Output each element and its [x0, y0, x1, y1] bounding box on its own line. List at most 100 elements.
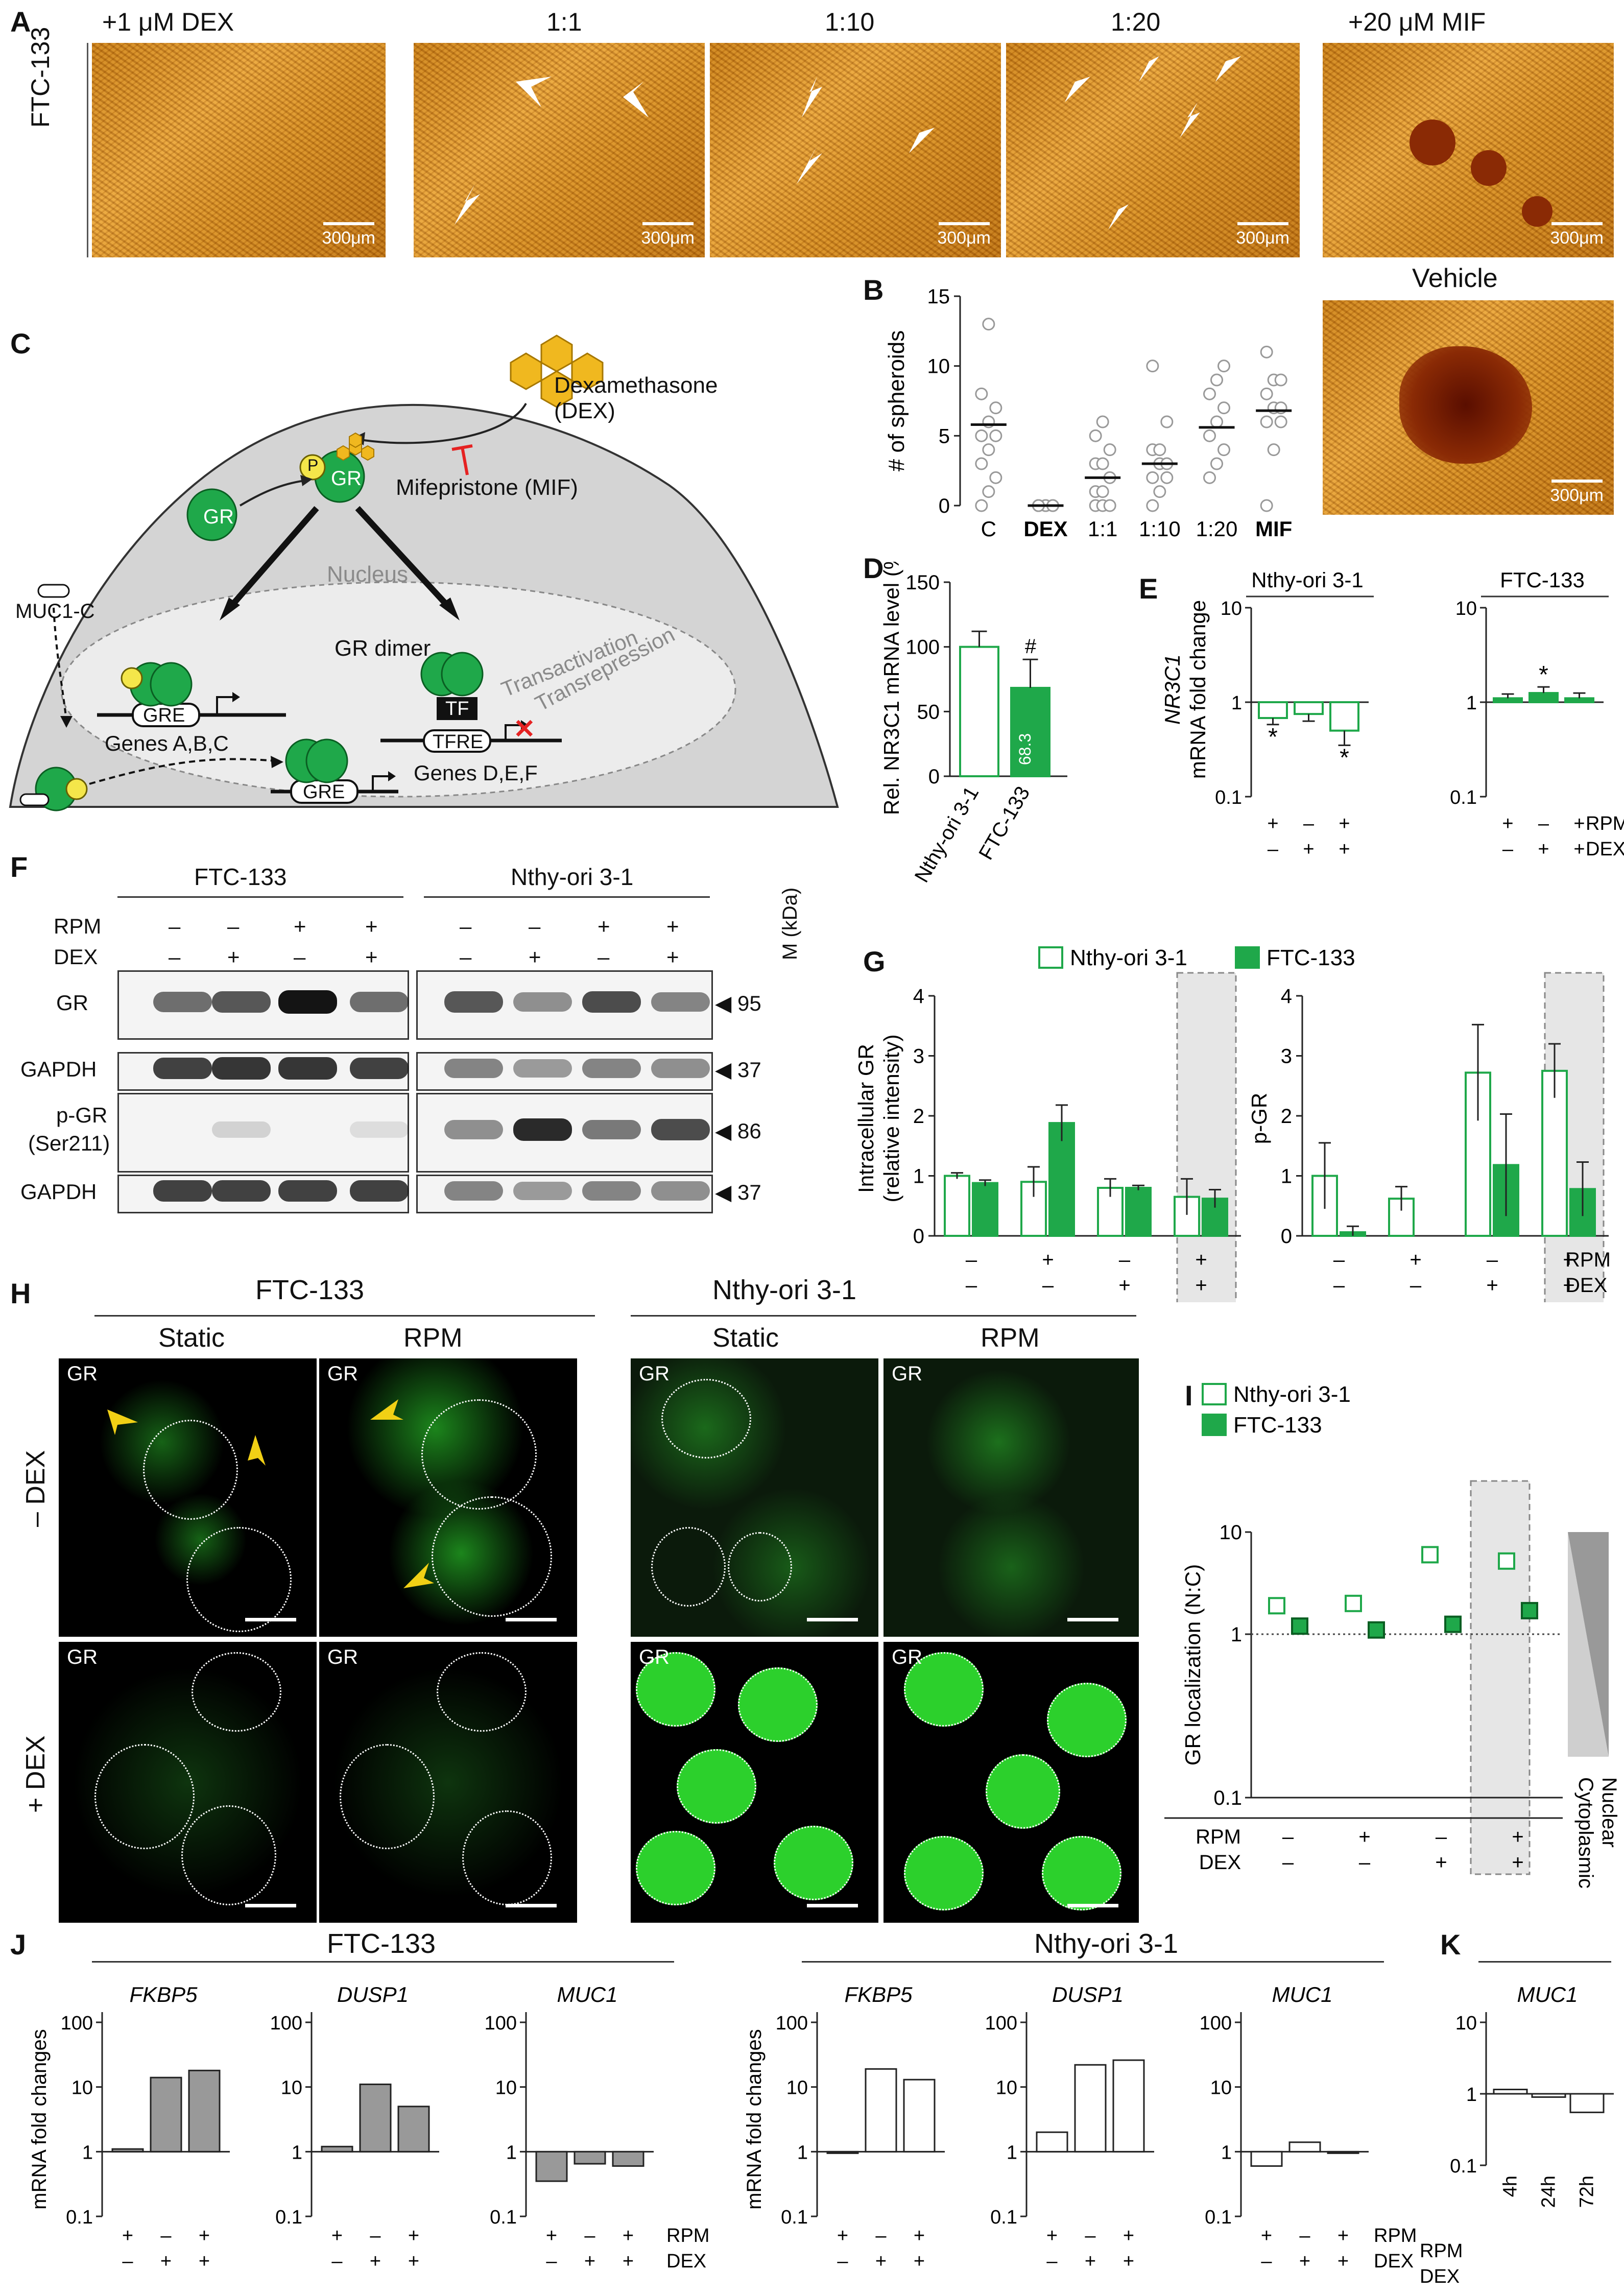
- legend-swatch-ftc: [1202, 1414, 1227, 1436]
- blot-dex-sign: +: [666, 945, 679, 969]
- dex-sign: +: [370, 2251, 381, 2272]
- gene-title: DUSP1: [1052, 1982, 1124, 2006]
- data-point: [1203, 387, 1216, 400]
- tfre-label: TFRE: [433, 731, 484, 753]
- y-tick-label: 10: [281, 2077, 302, 2099]
- rpm-sign: –: [1299, 2225, 1310, 2247]
- h-group-nthy: Nthy-ori 3-1: [712, 1275, 857, 1305]
- cytoplasmic-label: Cytoplasmic: [1574, 1777, 1597, 1889]
- y-tick-label: 150: [905, 571, 940, 594]
- rpm-sign: +: [122, 2225, 133, 2247]
- panel-letter-k: K: [1440, 1928, 1461, 1961]
- rpm-sign: +: [199, 2225, 210, 2247]
- blot-dex-sign: –: [598, 945, 610, 969]
- y-tick-label: 10: [996, 2077, 1017, 2099]
- panel-title: FTC-133: [1500, 572, 1585, 592]
- rpm-sign: –: [1119, 1249, 1131, 1271]
- legend-swatch-nthy: [1038, 946, 1063, 969]
- blot-band: [350, 1180, 409, 1202]
- y-tick-label: 3: [1281, 1045, 1292, 1068]
- y-tick-label: 5: [939, 425, 950, 447]
- rpm-sign: –: [370, 2225, 381, 2247]
- micrograph-vehicle: 300μm: [1323, 300, 1614, 515]
- y-tick-label: 10: [786, 2077, 808, 2099]
- y-tick-label: 10: [1221, 598, 1242, 619]
- blot-row-label: GAPDH: [20, 1057, 97, 1081]
- dex-sign: +: [623, 2251, 634, 2272]
- blot-row-label: GAPDH: [20, 1180, 97, 1204]
- rpm-sign: +: [1195, 1249, 1207, 1271]
- blot-dex-sign: –: [460, 945, 472, 969]
- bar: [1288, 2141, 1321, 2153]
- y-axis-label: p-GR: [1247, 1093, 1271, 1144]
- blot-band: [651, 992, 710, 1012]
- x-tick-label: 1:10: [1139, 517, 1181, 541]
- dex-sign: –: [1282, 1851, 1294, 1874]
- data-point: [989, 471, 1002, 484]
- data-point: [1103, 443, 1116, 457]
- blot-rpm-sign: –: [227, 914, 240, 938]
- j-group-nthy: Nthy-ori 3-1: [1034, 1928, 1179, 1959]
- data-point: [1368, 1621, 1385, 1639]
- bar: [1493, 2089, 1528, 2095]
- dex-label: DEX: [1374, 2251, 1414, 2272]
- panel-letter-h: H: [10, 1277, 31, 1309]
- rpm-sign: +: [1512, 1826, 1523, 1848]
- x-tick-label: FTC-133: [974, 783, 1034, 864]
- rpm-sign: +: [914, 2225, 925, 2247]
- y-tick-label: 10: [1220, 1521, 1243, 1544]
- data-point: [1274, 373, 1287, 387]
- bar: [1125, 1187, 1152, 1237]
- y-axis-label: mRNA fold change: [1186, 600, 1210, 779]
- bar-value-label: 68.3: [1016, 733, 1034, 765]
- dex-sign: –: [122, 2251, 133, 2272]
- micrograph-dex: 300μm: [92, 43, 386, 257]
- y-tick-label: 0.1: [490, 2207, 517, 2228]
- gre-label-2: GRE: [303, 781, 345, 803]
- y-tick-label: 10: [495, 2077, 517, 2099]
- bar: [612, 2150, 644, 2167]
- rpm-sign: +: [1123, 2225, 1134, 2247]
- y-tick-label: 10: [927, 355, 950, 378]
- rpm-sign: –: [1085, 2225, 1096, 2247]
- data-point: [1260, 345, 1273, 359]
- gr-dimer-label: GR dimer: [335, 636, 431, 661]
- data-point: [1217, 360, 1230, 373]
- panel-letter-i: I: [1185, 1379, 1193, 1412]
- dex-sign: –: [1046, 2251, 1058, 2272]
- dex-sign: +: [1573, 839, 1585, 860]
- data-point: [989, 401, 1002, 415]
- data-point: [1260, 387, 1273, 400]
- confocal-nthy-rpm-plus: GR: [883, 1642, 1139, 1923]
- data-point: [1345, 1594, 1362, 1612]
- dex-sign: +: [408, 2251, 419, 2272]
- cond-label-1-1: 1:1: [546, 8, 582, 36]
- bar: [1048, 1122, 1075, 1237]
- panel-letter-d: D: [863, 552, 884, 584]
- data-point: [1096, 415, 1109, 428]
- gr-free-label: GR: [203, 506, 234, 528]
- dex-label: DEX: [666, 2251, 706, 2272]
- blot-marker: ◀ 95: [715, 991, 761, 1015]
- y-tick-label: 10: [1210, 2077, 1232, 2099]
- blot-band: [651, 1119, 710, 1140]
- tf-label: TF: [445, 698, 469, 720]
- blot-band: [153, 1180, 212, 1202]
- y-tick-label: 0.1: [781, 2207, 808, 2228]
- bar: [903, 2078, 936, 2153]
- data-point: [1103, 499, 1116, 512]
- blot-band: [444, 1120, 503, 1139]
- genes-def-label: Genes D,E,F: [414, 761, 538, 785]
- panel-letter-j: J: [10, 1928, 27, 1961]
- rpm-sign: +: [1338, 2225, 1349, 2247]
- data-point: [982, 318, 995, 331]
- phospho-icon: [299, 454, 326, 481]
- h-col-rpm-1: RPM: [403, 1323, 463, 1353]
- rpm-sign: –: [160, 2225, 172, 2247]
- blot-group-nthy: Nthy-ori 3-1: [511, 864, 634, 890]
- blot-group-ftc: FTC-133: [194, 864, 287, 890]
- dex-sign: +: [914, 2251, 925, 2272]
